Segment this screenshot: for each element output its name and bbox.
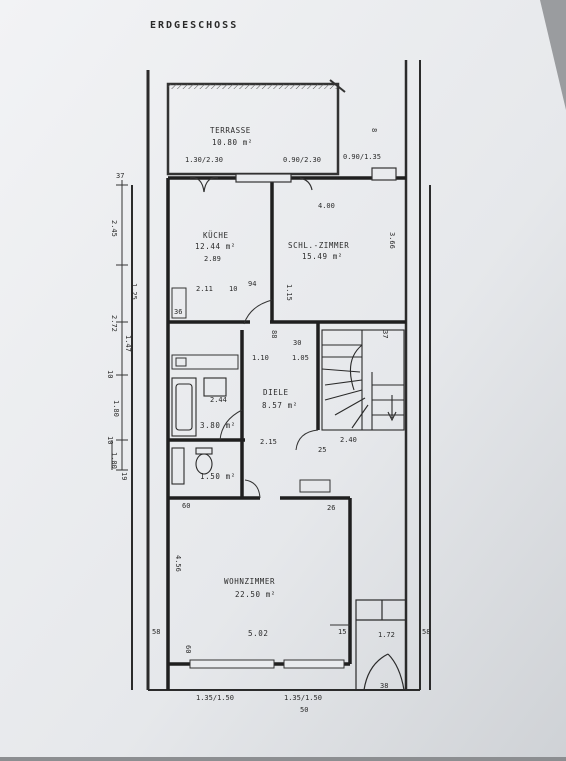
party-walls xyxy=(131,60,431,691)
dim-244: 2.44 xyxy=(210,396,227,404)
living-room-area: 22.50 m² xyxy=(235,590,276,599)
dim-side-10: 10 xyxy=(106,370,114,378)
dim-110: 1.10 xyxy=(252,354,269,362)
dim-37-top: 37 xyxy=(116,172,124,180)
dim-window-right: 1.35/1.50 xyxy=(284,694,322,702)
kitchen-fixtures xyxy=(171,287,239,370)
dim-26: 26 xyxy=(327,504,335,512)
dim-living-depth: 4.56 xyxy=(174,555,182,572)
dim-terrace-window-2: 0.90/2.30 xyxy=(283,156,321,164)
hall-door-swings xyxy=(219,409,331,499)
dim-15: 15 xyxy=(338,628,346,636)
bathroom-fixtures xyxy=(171,377,227,437)
dim-105: 1.05 xyxy=(292,354,309,362)
dim-kitchen-width: 2.11 xyxy=(196,285,213,293)
bedroom-area: 15.49 m² xyxy=(302,252,343,261)
dim-60-top: 60 xyxy=(182,502,190,510)
dim-side-245: 2.45 xyxy=(110,220,118,237)
dim-94: 94 xyxy=(248,280,256,288)
dim-58-right: 58 xyxy=(422,628,430,636)
dim-36: 36 xyxy=(174,308,182,316)
dim-88: 88 xyxy=(270,330,278,338)
dim-window-left: 1.35/1.50 xyxy=(196,694,234,702)
dim-10: 10 xyxy=(229,285,237,293)
living-windows xyxy=(189,624,350,669)
dim-58-left: 58 xyxy=(152,628,160,636)
dim-terrace-window-3: 0.90/1.35 xyxy=(343,153,381,161)
wc-fixtures xyxy=(171,447,213,485)
entrance xyxy=(355,599,407,691)
paper-shadow xyxy=(540,0,566,110)
left-dimension-chain xyxy=(111,180,128,471)
dim-bedroom-width: 4.00 xyxy=(318,202,335,210)
wc-area: 1.50 m² xyxy=(200,472,236,481)
bedroom-label: SCHL.-ZIMMER xyxy=(288,241,349,250)
terrace-area: 10.80 m² xyxy=(212,138,253,147)
dim-30: 30 xyxy=(293,339,301,347)
kitchen-width: 2.89 xyxy=(204,255,221,263)
dim-hall-width: 2.15 xyxy=(260,438,277,446)
kitchen-label: KÜCHE xyxy=(203,231,229,240)
dim-stair-width: 2.40 xyxy=(340,436,357,444)
dim-side-100: 1.00 xyxy=(110,452,118,469)
dim-side-19: 19 xyxy=(120,472,128,480)
dim-115: 1.15 xyxy=(285,284,293,301)
dim-25: 25 xyxy=(318,446,326,454)
dim-60-bottom: 60 xyxy=(184,645,192,653)
staircase xyxy=(321,329,405,431)
dim-side-8: 8 xyxy=(370,128,378,132)
bedroom-door-swing xyxy=(243,299,273,325)
living-room-width: 5.02 xyxy=(248,629,268,638)
dim-side-272: 2.72 xyxy=(110,315,118,332)
hall-area: 8.57 m² xyxy=(262,401,298,410)
dim-bedroom-depth: 3.66 xyxy=(388,232,396,249)
dim-38: 38 xyxy=(380,682,388,690)
kitchen-area: 12.44 m² xyxy=(195,242,236,251)
dim-side-147: 1.47 xyxy=(124,335,132,352)
terrace-label: TERRASSE xyxy=(210,126,251,135)
dim-37-stair: 37 xyxy=(381,330,389,338)
dim-side-10b: 10 xyxy=(106,436,114,444)
living-room-label: WOHNZIMMER xyxy=(224,577,275,586)
dim-172: 1.72 xyxy=(378,631,395,639)
hall-label: DIELE xyxy=(263,388,289,397)
terrace-openings xyxy=(189,167,397,193)
dim-50: 50 xyxy=(300,706,308,714)
dim-terrace-window-1: 1.30/2.30 xyxy=(185,156,223,164)
dim-side-180: 1.80 xyxy=(112,400,120,417)
bath-area: 3.80 m² xyxy=(200,421,236,430)
plan-title: ERDGESCHOSS xyxy=(150,20,238,31)
dim-side-125: 1.25 xyxy=(130,283,138,300)
